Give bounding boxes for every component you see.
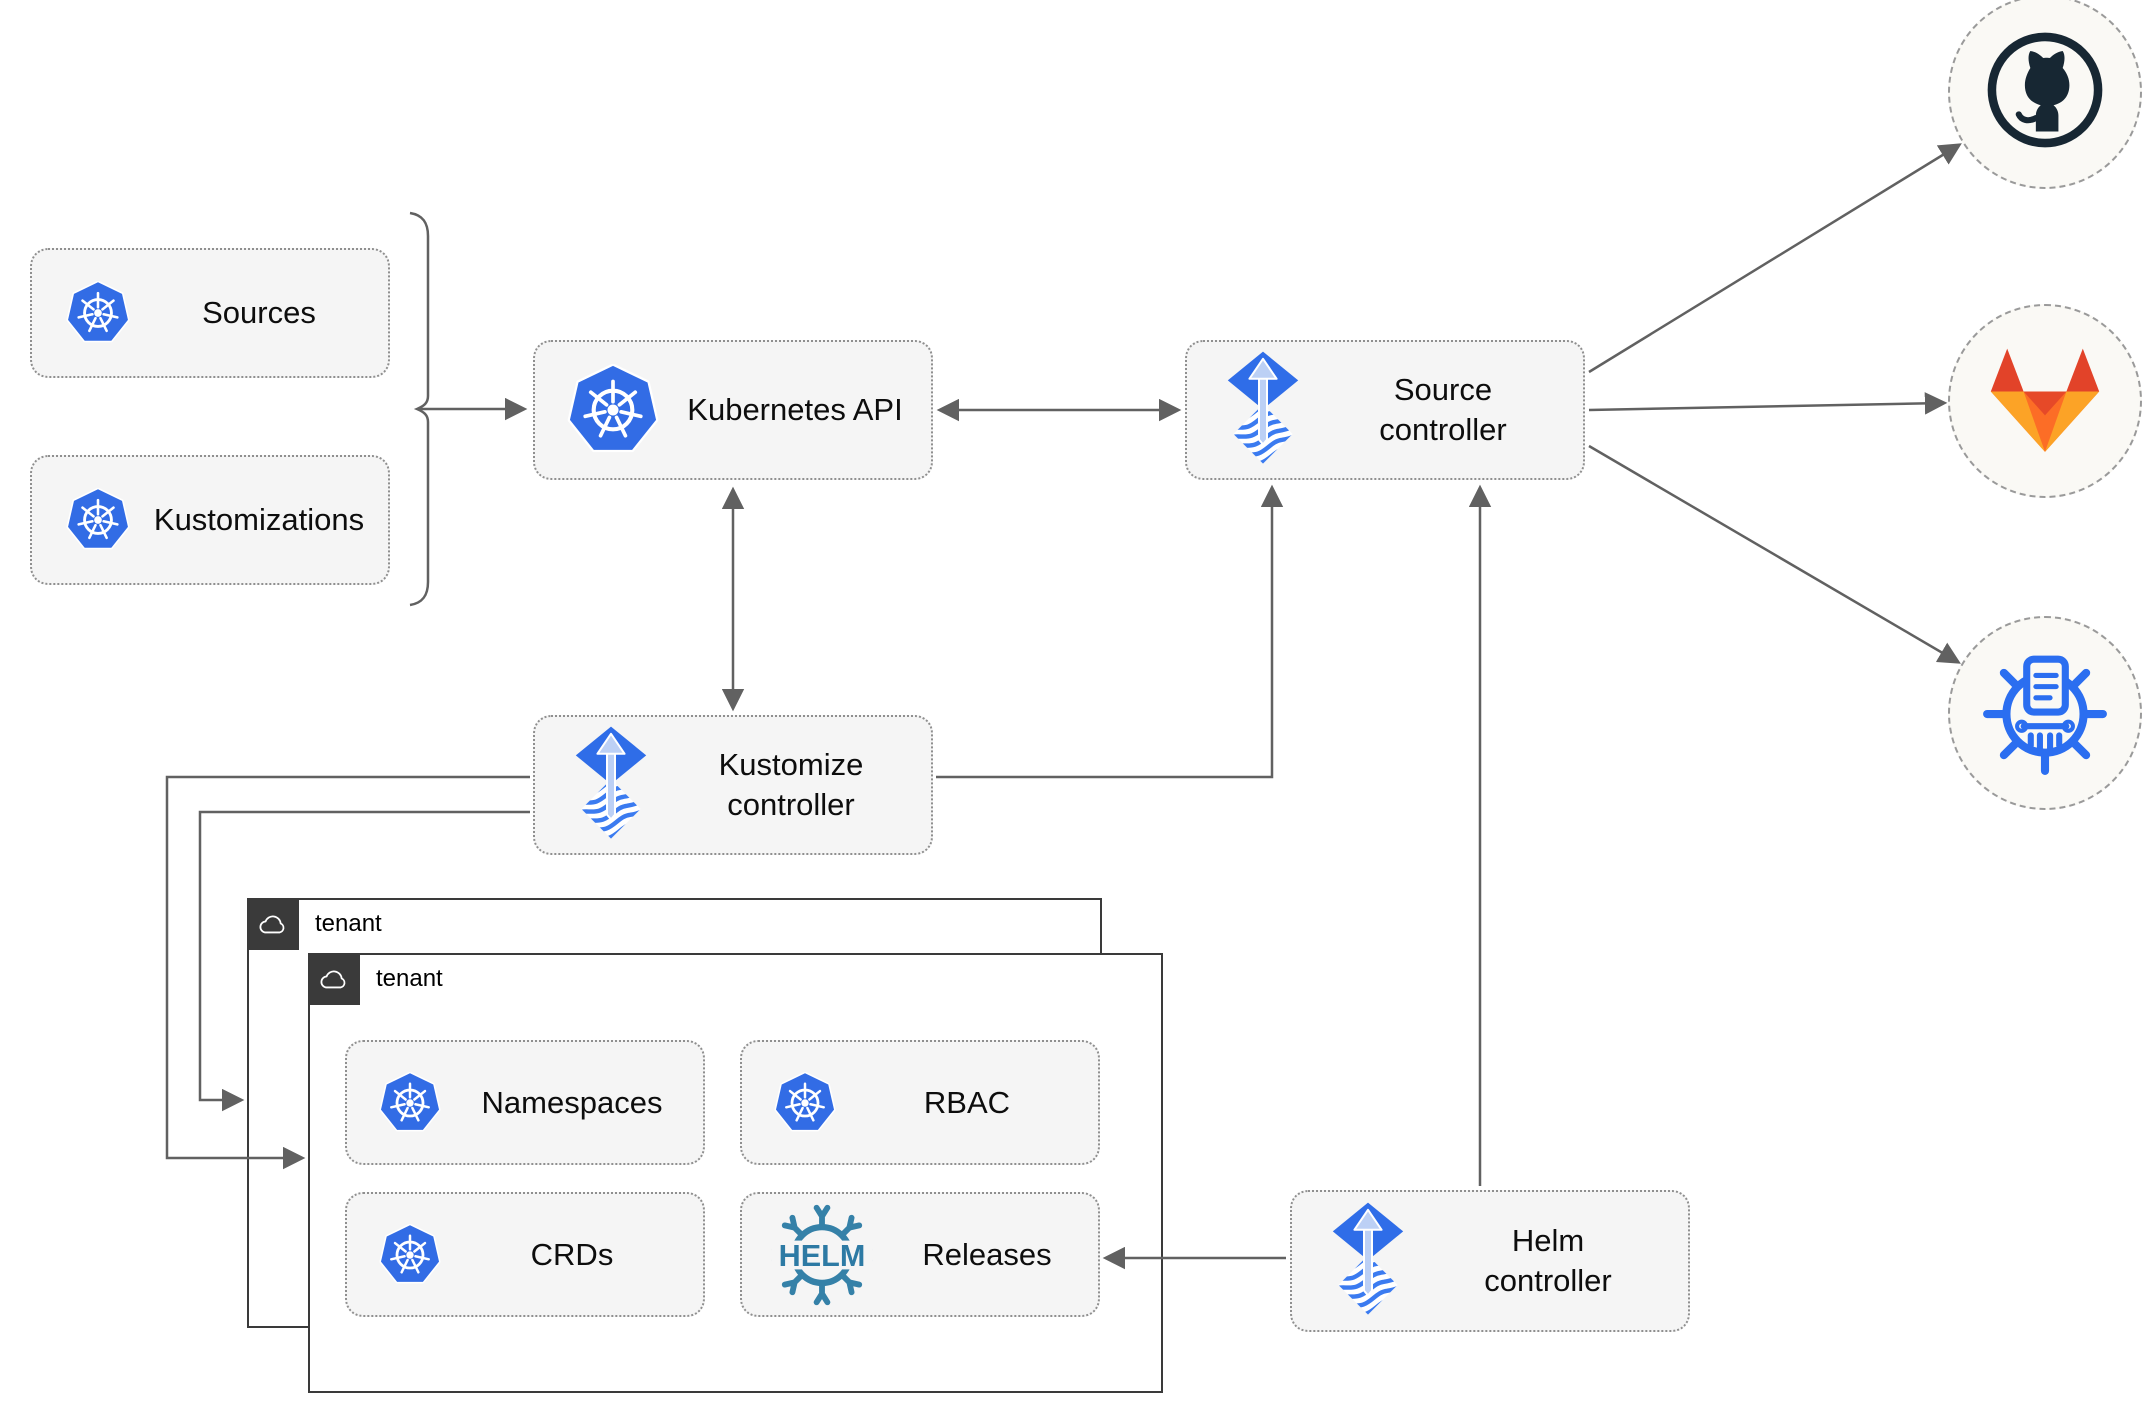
- group-tenant-inner: [308, 953, 1163, 1393]
- node-sources: Sources: [30, 248, 390, 378]
- endpoint-gitlab: [1948, 304, 2142, 498]
- edge-brace-sources-group: [409, 211, 430, 607]
- node-label: Kustomize controller: [651, 745, 931, 825]
- kubernetes-icon: [379, 1072, 441, 1134]
- github-octocat-icon: [1984, 29, 2106, 156]
- edge-source-to-gitlab: [1588, 392, 1948, 415]
- flux-icon: [571, 725, 651, 845]
- node-kustomize-controller: Kustomize controller: [533, 715, 933, 855]
- kubernetes-icon: [66, 281, 130, 345]
- node-crds: CRDs: [345, 1192, 705, 1317]
- cloud-icon: [247, 898, 299, 950]
- node-label: RBAC: [923, 1084, 1011, 1120]
- node-label: Kubernetes API: [687, 392, 903, 427]
- helm-logo-text: HELM: [779, 1238, 866, 1272]
- gitlab-tanuki-icon: [1982, 341, 2108, 462]
- node-label: Namespaces: [481, 1084, 663, 1120]
- edge-source-to-github: [1588, 143, 1962, 374]
- edge-source-to-chartmuseum: [1588, 444, 1961, 664]
- node-releases: HELM Releases: [740, 1192, 1100, 1317]
- helm-icon: HELM: [768, 1201, 876, 1309]
- tenant-inner-label: tenant: [376, 965, 443, 992]
- node-label: Helm controller: [1408, 1221, 1688, 1301]
- node-label-text: Source controller: [1379, 372, 1507, 447]
- cloud-icon: [308, 953, 360, 1005]
- node-label: Kustomizations: [153, 502, 365, 537]
- node-label: CRDs: [530, 1236, 614, 1272]
- node-kustomizations: Kustomizations: [30, 455, 390, 585]
- kubernetes-icon: [379, 1224, 441, 1286]
- node-label: Releases: [922, 1236, 1052, 1272]
- endpoint-chartmuseum: [1948, 616, 2142, 810]
- edge-kustomize-to-source: [936, 484, 1284, 779]
- flux-icon: [1223, 350, 1303, 470]
- node-label-text: Helm controller: [1484, 1223, 1612, 1298]
- kubernetes-icon: [567, 364, 659, 456]
- node-helm-controller: Helm controller: [1290, 1190, 1690, 1332]
- node-rbac: RBAC: [740, 1040, 1100, 1165]
- tenant-outer-label: tenant: [315, 910, 382, 937]
- node-label: Sources: [202, 295, 316, 330]
- kubernetes-icon: [66, 488, 130, 552]
- chartmuseum-wheel-icon: [1979, 645, 2111, 782]
- node-source-controller: Source controller: [1185, 340, 1585, 480]
- node-kubernetes-api: Kubernetes API: [533, 340, 933, 480]
- endpoint-github: [1948, 0, 2142, 189]
- kubernetes-icon: [774, 1072, 836, 1134]
- node-label: Source controller: [1303, 370, 1583, 450]
- node-namespaces: Namespaces: [345, 1040, 705, 1165]
- flux-icon: [1328, 1201, 1408, 1321]
- node-label-text: Kustomize controller: [718, 747, 864, 822]
